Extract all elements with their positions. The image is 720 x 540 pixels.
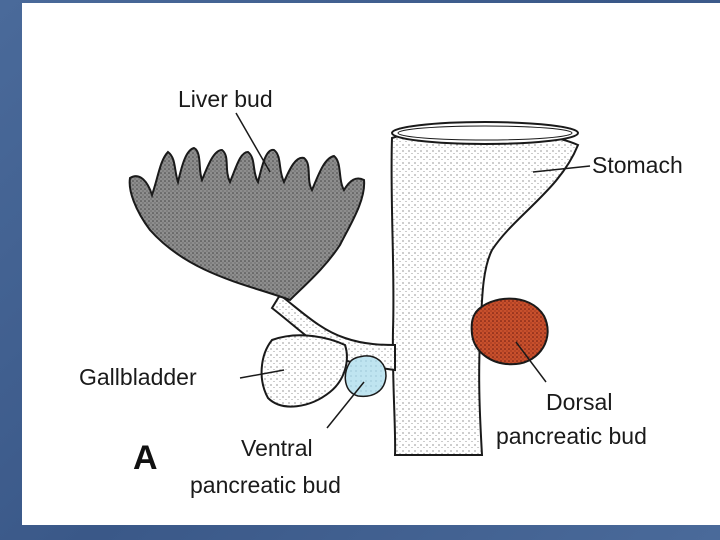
dorsal-pancreatic-bud-shape [472, 299, 548, 365]
liver-bud-label: Liver bud [178, 88, 273, 111]
gallbladder-label: Gallbladder [79, 366, 197, 389]
ventral-bud-label-line2: pancreatic bud [190, 474, 341, 497]
dorsal-bud-label-line1: Dorsal [546, 391, 612, 414]
gallbladder-shape [262, 335, 347, 406]
liver-bud-shape [130, 148, 365, 300]
panel-letter: A [133, 441, 158, 475]
dorsal-bud-label-line2: pancreatic bud [496, 425, 647, 448]
ventral-pancreatic-bud-shape [345, 356, 386, 396]
stomach-label: Stomach [592, 154, 683, 177]
ventral-bud-label-line1: Ventral [241, 437, 313, 460]
